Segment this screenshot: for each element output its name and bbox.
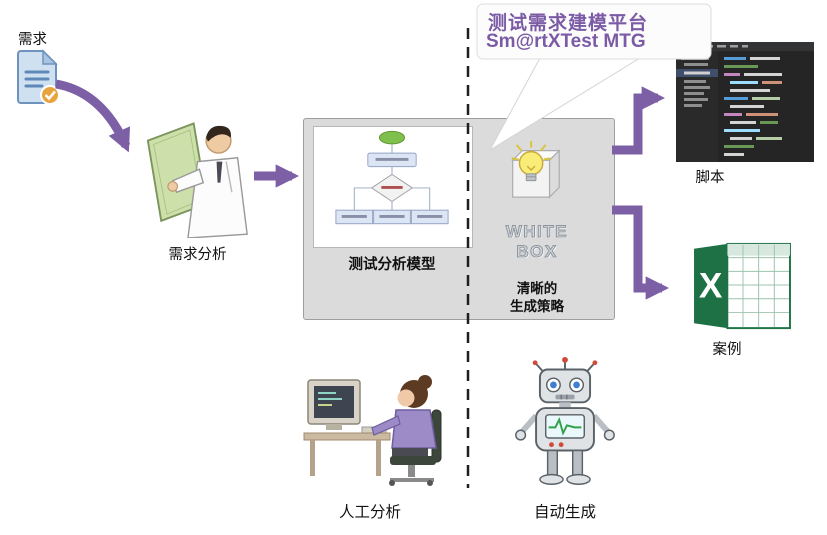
white-box-label: WHITE BOX: [505, 221, 569, 262]
script-label: 脚本: [695, 170, 725, 186]
requirement-label: 需求: [18, 32, 47, 48]
analyst-illustration: [140, 112, 255, 243]
arrow-requirement-to-analysis: [55, 79, 131, 153]
case-label: 案例: [712, 342, 742, 358]
arrow-model-to-script: [612, 86, 666, 155]
script-screenshot: [676, 42, 814, 167]
manual-analysis-illustration: [302, 352, 457, 492]
lightbulb-box-icon: [503, 126, 565, 219]
requirement-analysis-label: 需求分析: [168, 247, 227, 263]
document-icon: [14, 48, 60, 111]
auto-generation-label: 自动生成: [533, 504, 596, 521]
strategy-label-line2: 生成策略: [510, 299, 564, 314]
excel-letter: X: [699, 267, 723, 306]
strategy-label-line1: 清晰的: [516, 281, 558, 296]
excel-icon: X: [688, 240, 796, 338]
platform-subtitle: Sm@rtXTest MTG: [486, 31, 646, 52]
manual-analysis-label: 人工分析: [338, 504, 401, 521]
robot-illustration: [505, 356, 625, 496]
arrow-model-to-case: [612, 205, 670, 300]
test-analysis-model-label: 测试分析模型: [348, 257, 436, 273]
test-model-flowchart: [313, 126, 473, 248]
